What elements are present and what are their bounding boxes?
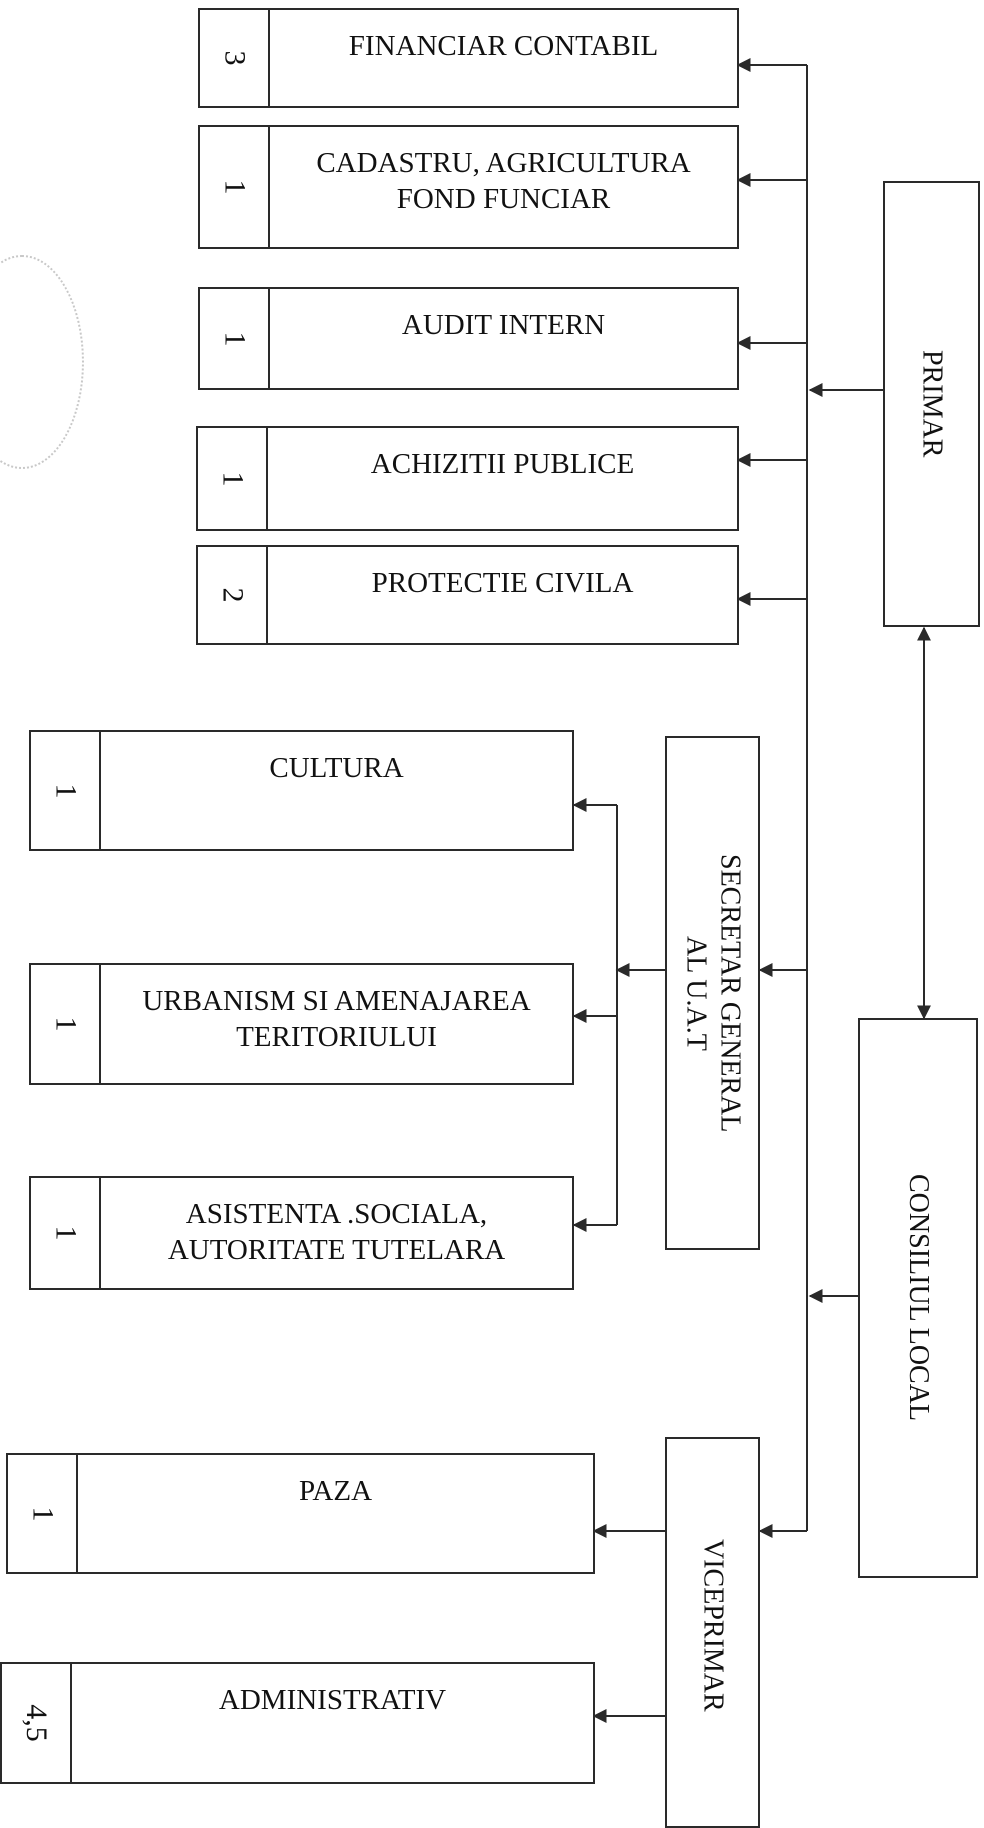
dept-name: CADASTRU, AGRICULTURA FOND FUNCIAR xyxy=(316,147,691,215)
staff-count: 2 xyxy=(198,547,268,643)
dept-financiar-contabil: 3 FINANCIAR CONTABIL xyxy=(198,8,739,108)
dept-name: PROTECTIE CIVILA xyxy=(371,567,634,599)
staff-count: 1 xyxy=(31,1178,101,1288)
staff-count: 1 xyxy=(200,127,270,247)
dept-name: CULTURA xyxy=(269,752,404,784)
dept-administrativ: 4,5 ADMINISTRATIV xyxy=(0,1662,595,1784)
dept-paza: 1 PAZA xyxy=(6,1453,595,1574)
dept-protectie-civila: 2 PROTECTIE CIVILA xyxy=(196,545,739,645)
staff-count: 3 xyxy=(200,10,270,106)
consiliul-local-label: CONSILIUL LOCAL xyxy=(903,1174,934,1422)
staff-count: 1 xyxy=(31,732,101,849)
dept-name: URBANISM SI AMENAJAREA TERITORIULUI xyxy=(142,985,531,1053)
dept-asistenta-sociala: 1 ASISTENTA .SOCIALA, AUTORITATE TUTELAR… xyxy=(29,1176,574,1290)
staff-count: 1 xyxy=(31,965,101,1083)
dept-cultura: 1 CULTURA xyxy=(29,730,574,851)
dept-name: ASISTENTA .SOCIALA, AUTORITATE TUTELARA xyxy=(167,1198,506,1266)
dept-audit-intern: 1 AUDIT INTERN xyxy=(198,287,739,390)
dept-cadastru: 1 CADASTRU, AGRICULTURA FOND FUNCIAR xyxy=(198,125,739,249)
dept-urbanism: 1 URBANISM SI AMENAJAREA TERITORIULUI xyxy=(29,963,574,1085)
secretar-general-label: SECRETAR GENERAL AL U.A.T xyxy=(680,853,746,1133)
dept-name: AUDIT INTERN xyxy=(401,309,606,341)
consiliul-local-box: CONSILIUL LOCAL xyxy=(858,1018,978,1578)
dept-achizitii-publice: 1 ACHIZITII PUBLICE xyxy=(196,426,739,531)
staff-count: 4,5 xyxy=(2,1664,72,1782)
viceprimar-box: VICEPRIMAR xyxy=(665,1437,760,1828)
dept-name: FINANCIAR CONTABIL xyxy=(348,30,659,62)
primar-box: PRIMAR xyxy=(883,181,980,627)
staff-count: 1 xyxy=(198,428,268,529)
staff-count: 1 xyxy=(200,289,270,388)
primar-label: PRIMAR xyxy=(916,350,948,458)
dept-name: PAZA xyxy=(298,1475,373,1507)
dept-name: ADMINISTRATIV xyxy=(218,1684,447,1716)
staff-count: 1 xyxy=(8,1455,78,1572)
dept-name: ACHIZITII PUBLICE xyxy=(370,448,635,480)
secretar-general-box: SECRETAR GENERAL AL U.A.T xyxy=(665,736,760,1250)
viceprimar-label: VICEPRIMAR xyxy=(697,1539,729,1712)
